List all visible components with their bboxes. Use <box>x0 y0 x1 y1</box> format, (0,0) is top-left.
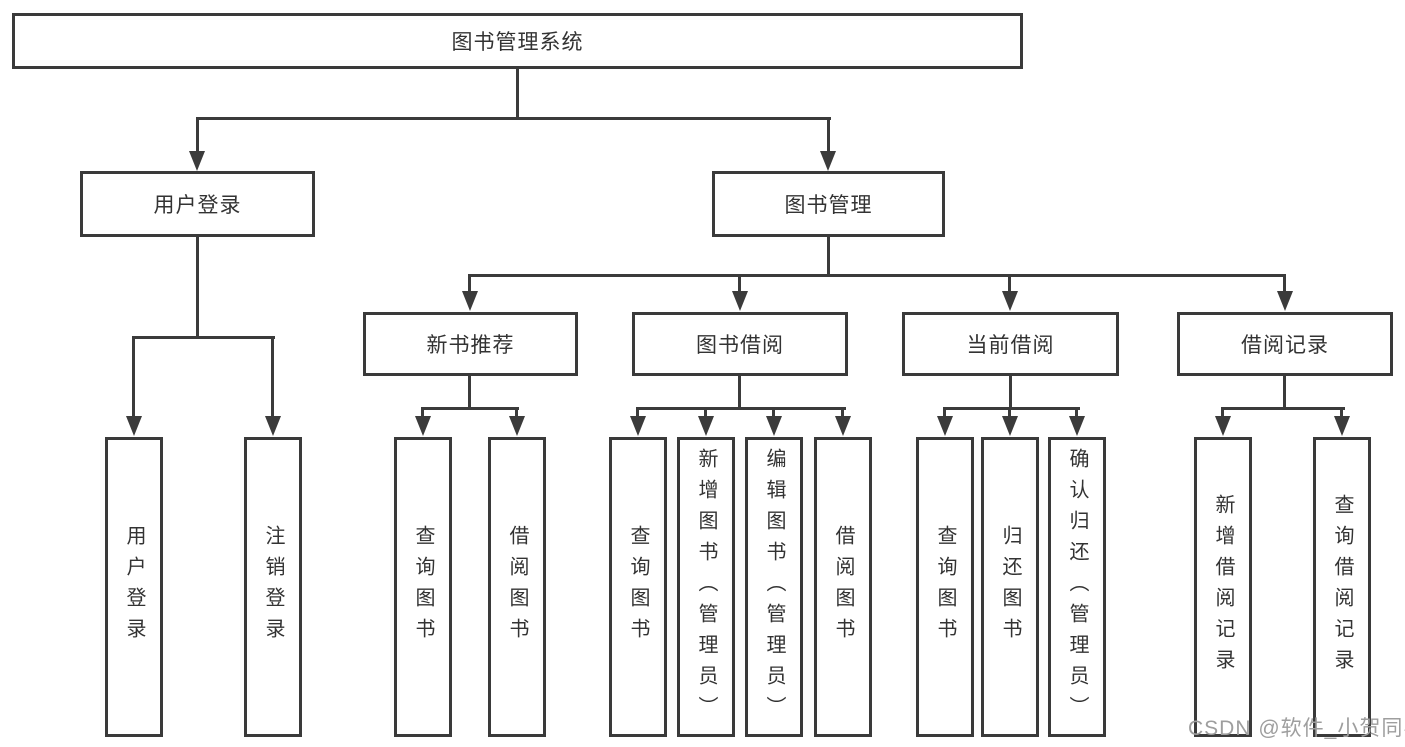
connector-arrowhead <box>1002 416 1018 436</box>
connector-line <box>468 274 1286 277</box>
connector-arrowhead <box>509 416 525 436</box>
node-label: 借阅图书 <box>832 525 854 649</box>
connector-line <box>421 407 424 421</box>
csdn-watermark: CSDN @软件_小贺同学 <box>1188 717 1405 740</box>
connector-line <box>772 407 775 421</box>
connector-line <box>1075 407 1078 421</box>
connector-line <box>1283 274 1286 296</box>
leaf-query-books-recommend: 查询图书 <box>394 437 452 737</box>
leaf-add-book-admin: 新增图书（管理员） <box>677 437 735 737</box>
node-label: 查询图书 <box>934 525 956 649</box>
connector-arrowhead <box>630 416 646 436</box>
connector-arrowhead <box>937 416 953 436</box>
connector-arrowhead <box>1215 416 1231 436</box>
node-label: 确认归还（管理员） <box>1066 447 1088 727</box>
connector-arrowhead <box>1002 291 1018 311</box>
connector-line <box>841 407 844 421</box>
leaf-query-books-current: 查询图书 <box>916 437 974 737</box>
node-label: 用户登录 <box>153 194 242 217</box>
node-label: 新增图书（管理员） <box>695 447 717 727</box>
node-label: 用户登录 <box>123 525 145 649</box>
connector-arrowhead <box>415 416 431 436</box>
connector-line <box>271 336 274 420</box>
connector-line <box>196 117 831 120</box>
leaf-edit-book-admin: 编辑图书（管理员） <box>745 437 803 737</box>
connector-line <box>1221 407 1345 410</box>
node-book-management: 图书管理 <box>712 171 945 237</box>
node-label: 归还图书 <box>999 525 1021 649</box>
node-label: 图书借阅 <box>696 334 784 357</box>
node-label: 编辑图书（管理员） <box>763 447 785 727</box>
leaf-user-login: 用户登录 <box>105 437 163 737</box>
connector-arrowhead <box>462 291 478 311</box>
leaf-borrow-books-borrowing: 借阅图书 <box>814 437 872 737</box>
connector-arrowhead <box>1277 291 1293 311</box>
connector-arrowhead <box>820 151 836 171</box>
connector-arrowhead <box>1334 416 1350 436</box>
connector-line <box>1008 274 1011 296</box>
connector-line <box>1008 407 1011 421</box>
node-borrowing-records: 借阅记录 <box>1177 312 1393 376</box>
connector-line <box>421 407 519 410</box>
connector-arrowhead <box>265 416 281 436</box>
connector-line <box>827 117 830 155</box>
connector-line <box>468 376 471 410</box>
node-new-book-recommendation: 新书推荐 <box>363 312 578 376</box>
leaf-confirm-return-admin: 确认归还（管理员） <box>1048 437 1106 737</box>
node-label: 查询图书 <box>412 525 434 649</box>
node-label: 查询图书 <box>627 525 649 649</box>
connector-line <box>943 407 1080 410</box>
leaf-logout: 注销登录 <box>244 437 302 737</box>
connector-arrowhead <box>732 291 748 311</box>
leaf-return-books: 归还图书 <box>981 437 1039 737</box>
node-label: 注销登录 <box>262 525 284 649</box>
node-label: 新增借阅记录 <box>1212 494 1234 680</box>
node-label: 查询借阅记录 <box>1331 494 1353 680</box>
node-label: 新书推荐 <box>426 334 515 357</box>
connector-line <box>943 407 946 421</box>
node-current-borrowing: 当前借阅 <box>902 312 1119 376</box>
connector-line <box>516 69 519 117</box>
node-book-borrowing: 图书借阅 <box>632 312 848 376</box>
connector-arrowhead <box>835 416 851 436</box>
connector-line <box>515 407 518 421</box>
node-label: 当前借阅 <box>966 334 1055 357</box>
node-label: 图书管理系统 <box>451 31 584 54</box>
node-library-management-system: 图书管理系统 <box>12 13 1023 69</box>
connector-arrowhead <box>766 416 782 436</box>
connector-arrowhead <box>189 151 205 171</box>
connector-line <box>827 237 830 277</box>
node-label: 借阅记录 <box>1241 334 1329 357</box>
connector-arrowhead <box>1069 416 1085 436</box>
leaf-add-borrow-record: 新增借阅记录 <box>1194 437 1252 737</box>
connector-line <box>1221 407 1224 421</box>
connector-line <box>1009 376 1012 410</box>
connector-line <box>1283 376 1286 410</box>
connector-line <box>636 407 846 410</box>
leaf-query-borrow-record: 查询借阅记录 <box>1313 437 1371 737</box>
connector-line <box>132 336 135 420</box>
node-user-login: 用户登录 <box>80 171 315 237</box>
connector-line <box>132 336 275 339</box>
node-label: 图书管理 <box>784 194 873 217</box>
connector-line <box>704 407 707 421</box>
connector-line <box>738 376 741 410</box>
connector-line <box>1340 407 1343 421</box>
connector-line <box>636 407 639 421</box>
connector-line <box>196 237 199 339</box>
connector-line <box>468 274 471 296</box>
connector-line <box>738 274 741 296</box>
leaf-query-books-borrowing: 查询图书 <box>609 437 667 737</box>
leaf-borrow-books-recommend: 借阅图书 <box>488 437 546 737</box>
connector-line <box>196 117 199 155</box>
connector-arrowhead <box>126 416 142 436</box>
connector-arrowhead <box>698 416 714 436</box>
node-label: 借阅图书 <box>506 525 528 649</box>
